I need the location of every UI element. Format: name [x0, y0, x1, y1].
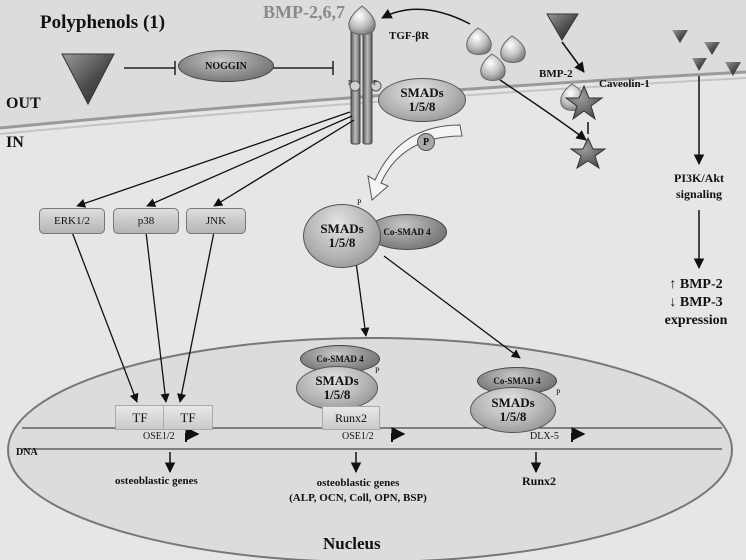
bmp-ligands-label: BMP-2,6,7	[263, 2, 345, 22]
smads-nucleus-center-p: P	[375, 366, 380, 375]
smads-nucleus-right-p: P	[556, 388, 561, 397]
expression-line1: ↑ BMP-2	[669, 277, 723, 292]
promoter-ose-1: OSE1/2	[143, 431, 175, 442]
expression-label: ↑ BMP-2 ↓ BMP-3 expression	[648, 276, 744, 331]
bmp-drop-2-icon	[500, 35, 526, 63]
runx2-box: Runx2	[322, 406, 380, 430]
smads-cyto-ellipse: SMADs 1/5/8	[303, 204, 381, 268]
arrow-receptor-to-drops	[381, 8, 471, 25]
polyphenol-small-3-icon	[692, 58, 707, 71]
smads-nucleus-right-line1: SMADs	[491, 395, 535, 411]
cell-membrane-inner	[0, 77, 746, 135]
genes-right-label: Runx2	[522, 474, 557, 488]
kinase-jnk-box: JNK	[186, 208, 246, 234]
bmp-drop-1-icon	[466, 27, 492, 55]
nucleus-label: Nucleus	[323, 534, 381, 553]
smads-nucleus-center: SMADs 1/5/8	[296, 366, 378, 410]
arrow-smads-center	[355, 261, 370, 337]
cell-membrane	[0, 70, 746, 130]
arrow-triangle-to-caveolin	[561, 41, 585, 73]
promoter-arrow-1-icon	[185, 427, 200, 442]
pi3k-label: PI3K/Akt signaling	[659, 170, 739, 202]
kinase-erk-box: ERK1/2	[39, 208, 105, 234]
smads-receptor-ellipse: SMADs 1/5/8	[378, 78, 466, 122]
expression-line2: ↓ BMP-3	[669, 295, 723, 311]
caveolin-label: Caveolin-1	[599, 78, 650, 90]
promoter-dlx5: DLX-5	[530, 431, 559, 442]
smads-nucleus-center-line2: 1/5/8	[323, 387, 351, 402]
expression-line3: expression	[664, 313, 728, 329]
polyphenol-triangle-right-icon	[546, 13, 579, 41]
bmp-ligand-drop-icon	[348, 5, 376, 35]
smads-cyto-line2: 1/5/8	[328, 235, 356, 250]
caveolin-star-icon	[564, 84, 604, 121]
bmp2-label: BMP-2	[539, 68, 573, 80]
receptor-p-left: P	[348, 79, 352, 87]
smads-nucleus-right-line2: 1/5/8	[499, 409, 527, 424]
smads-nucleus-right: SMADs 1/5/8	[470, 387, 556, 433]
kinase-p38-box: p38	[113, 208, 179, 234]
arrow-drops-to-star	[499, 79, 587, 141]
caveolin-star-internal-icon	[569, 136, 607, 170]
smads-receptor-line1: SMADs	[400, 85, 444, 101]
polyphenol-small-1-icon	[672, 30, 688, 43]
out-label: OUT	[6, 95, 41, 112]
noggin-ellipse: NOGGIN	[178, 50, 274, 82]
promoter-ose-2: OSE1/2	[342, 431, 374, 442]
pi3k-line2: signaling	[675, 187, 723, 202]
smads-cyto-p: P	[357, 198, 362, 207]
genes-center-label-1: osteoblastic genes	[316, 477, 400, 489]
in-label: IN	[6, 134, 24, 151]
smads-cyto-line1: SMADs	[320, 221, 364, 237]
pi3k-line1: PI3K/Akt	[673, 171, 724, 185]
polyphenol-triangle-icon	[61, 53, 115, 106]
arrow-smads-right	[383, 255, 521, 359]
arrow-p38-tf	[145, 231, 170, 403]
arrow-erk-tf	[71, 231, 139, 403]
receptor-chain-right	[362, 21, 373, 145]
tf-box-1: TF	[115, 405, 165, 430]
promoter-arrow-3-icon	[571, 427, 586, 442]
phospho-circle: P	[417, 133, 435, 151]
arrow-receptor-p38	[146, 115, 353, 207]
arrow-receptor-erk	[76, 111, 351, 208]
polyphenols-label: Polyphenols (1)	[40, 12, 166, 33]
polyphenol-small-4-icon	[725, 62, 741, 76]
genes-left-label: osteoblastic genes	[115, 475, 198, 487]
arrow-receptor-jnk	[213, 119, 355, 207]
smads-nucleus-center-line1: SMADs	[315, 373, 359, 389]
arrow-jnk-tf	[177, 231, 215, 403]
dna-label: DNA	[16, 447, 38, 458]
promoter-arrow-2-icon	[391, 427, 406, 442]
smads-receptor-line2: 1/5/8	[408, 99, 436, 114]
receptor-label: TGF-βR	[389, 30, 430, 42]
bmp-drop-3-icon	[480, 53, 506, 81]
polyphenol-small-2-icon	[704, 42, 720, 55]
tf-box-2: TF	[163, 405, 213, 430]
receptor-p-right: P	[373, 79, 377, 87]
genes-center-label-2: (ALP, OCN, Coll, OPN, BSP)	[289, 492, 427, 504]
